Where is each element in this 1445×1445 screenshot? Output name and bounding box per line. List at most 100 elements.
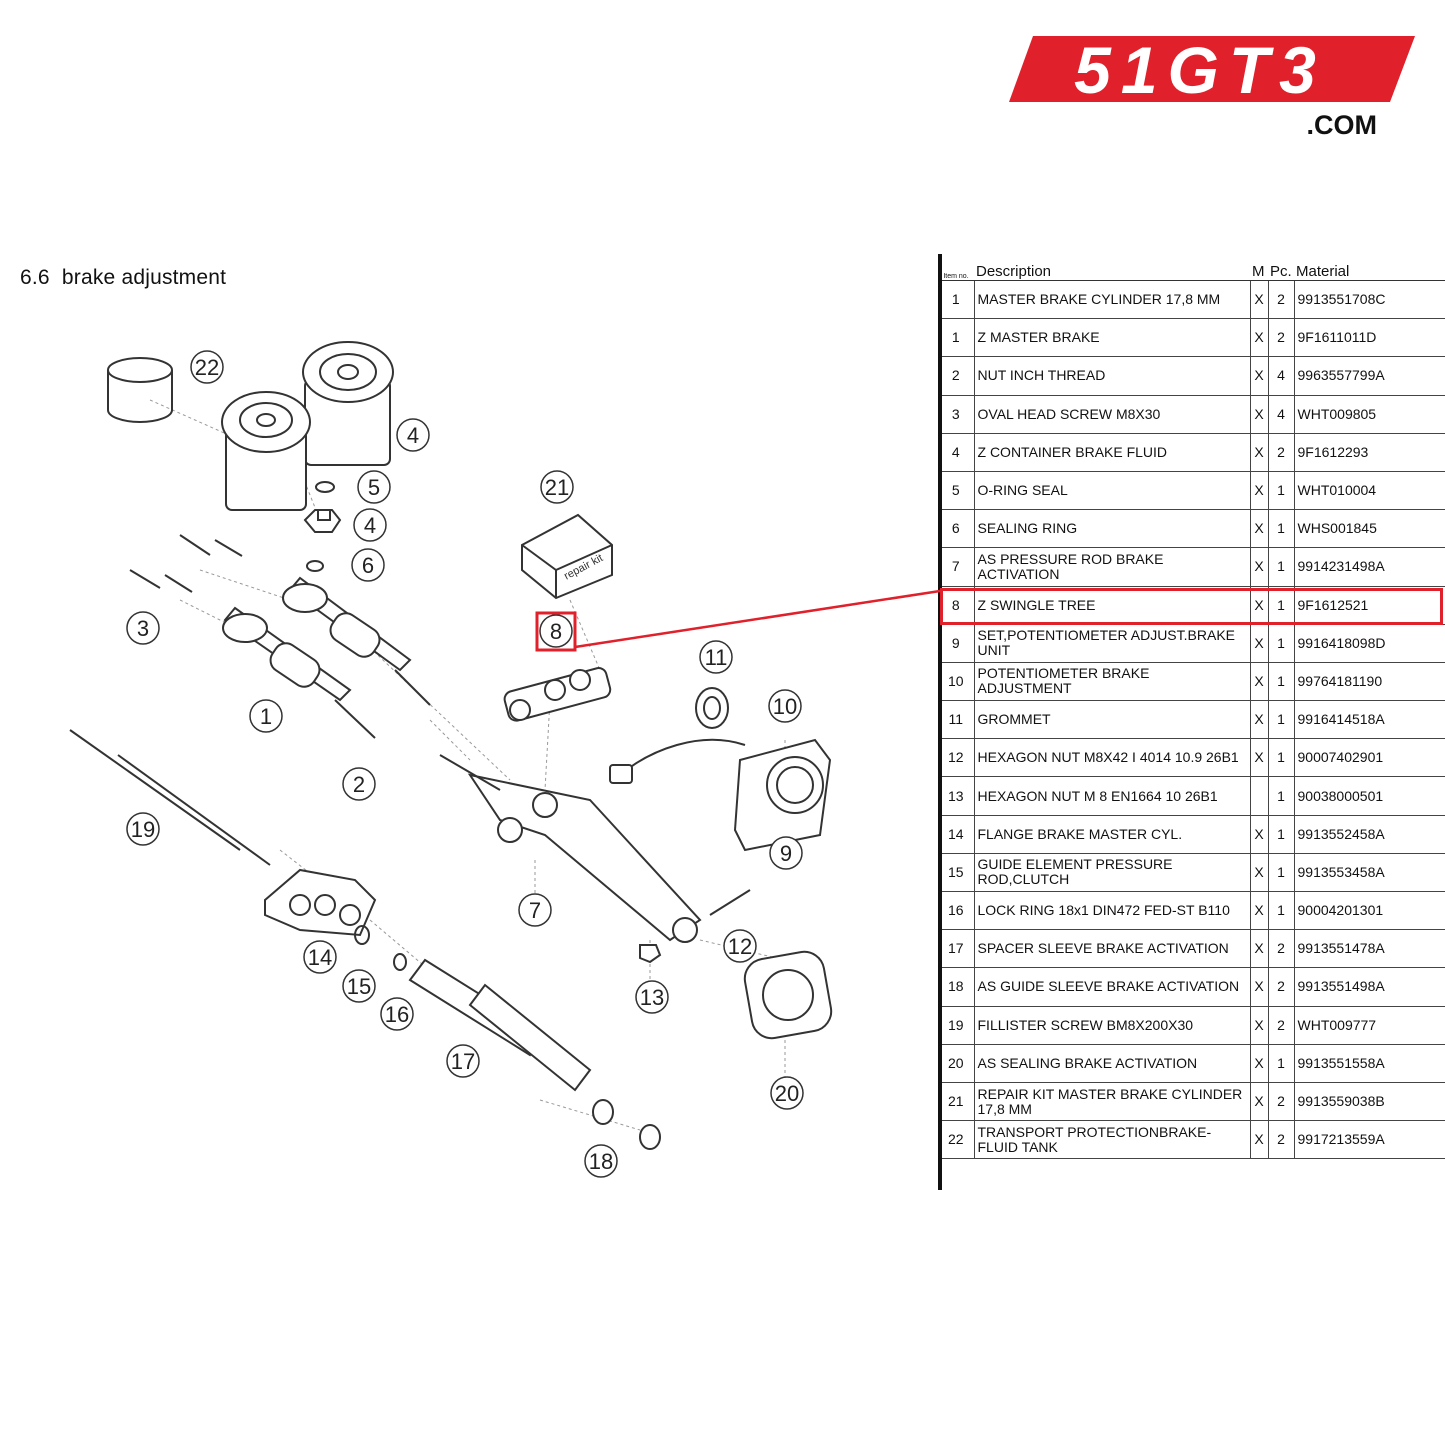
callout-17[interactable]: 17 [446,1044,480,1078]
table-header-row: Item no. Description M Pc. Material [938,254,1445,281]
callout-label: 3 [137,616,149,641]
cell-item: 13 [938,776,974,816]
callout-label: 19 [131,817,155,842]
cell-m: X [1249,700,1268,740]
callout-7[interactable]: 7 [518,893,552,927]
cell-material: 9913552458A [1293,815,1445,854]
cell-description: GUIDE ELEMENT PRESSURE ROD,CLUTCH [973,853,1250,893]
cell-pc: 1 [1267,700,1294,740]
callout-3[interactable]: 3 [126,611,160,645]
cell-pc: 4 [1267,395,1294,434]
cell-m: X [1249,471,1268,511]
callout-label: 12 [728,934,752,959]
callout-label: 17 [451,1049,475,1074]
cell-description: MASTER BRAKE CYLINDER 17,8 MM [973,280,1250,320]
callout-label: 4 [407,423,419,448]
callout-8[interactable]: 8 [539,614,573,648]
cell-description: TRANSPORT PROTECTIONBRAKE-FLUID TANK [973,1120,1250,1160]
cell-m: X [1249,509,1268,549]
exploded-parts-diagram: repair kit [69,341,833,1178]
callout-label: 21 [545,475,569,500]
callout-13[interactable]: 13 [635,980,669,1014]
cell-material: 9963557799A [1293,356,1445,396]
callout-11[interactable]: 11 [699,640,733,674]
header-item: Item no. [938,254,974,281]
fluid-reservoir-part [221,341,394,511]
callout-19[interactable]: 19 [126,812,160,846]
cell-m: X [1249,853,1268,893]
callout-1[interactable]: 1 [249,699,283,733]
callout-label: 16 [385,1002,409,1027]
cell-item: 16 [938,891,974,931]
cell-m: X [1249,318,1268,358]
cell-description: O-RING SEAL [973,471,1250,511]
callout-22[interactable]: 22 [190,350,224,384]
oval-head-screws [129,534,243,593]
callout-5[interactable]: 5 [357,470,391,504]
cell-material: 9913551708C [1293,280,1445,320]
cell-item: 10 [938,662,974,702]
cell-m: X [1249,547,1268,587]
logo-text: 51GT3 [1074,33,1326,107]
cell-description: HEXAGON NUT M 8 EN1664 10 26B1 [973,776,1250,816]
cell-m: X [1249,356,1268,396]
callout-20[interactable]: 20 [770,1076,804,1110]
callout-label: 6 [362,553,374,578]
swingle-tree-part [503,667,612,722]
callout-21[interactable]: 21 [540,470,574,504]
cell-item: 11 [938,700,974,740]
cell-item: 15 [938,853,974,893]
cell-material: 9917213559A [1293,1120,1445,1160]
callout-6[interactable]: 6 [351,548,385,582]
sealing-part [743,950,833,1040]
callout-18[interactable]: 18 [584,1144,618,1178]
callout-label: 14 [308,945,332,970]
cell-description: POTENTIOMETER BRAKE ADJUSTMENT [973,662,1250,702]
callout-label: 10 [773,694,797,719]
section-label: brake adjustment [61,266,227,289]
cell-description: SEALING RING [973,509,1250,549]
cell-item: 2 [938,356,974,396]
callout-4-cap[interactable]: 4 [353,508,387,542]
cell-pc: 1 [1267,776,1294,816]
master-cylinder-part [222,576,431,739]
callout-10[interactable]: 10 [768,689,802,723]
callout-4[interactable]: 4 [396,418,430,452]
cell-description: SET,POTENTIOMETER ADJUST.BRAKE UNIT [973,624,1250,663]
callout-16[interactable]: 16 [380,997,414,1031]
brand-logo[interactable]: 51GT3 .COM [1005,30,1415,145]
callout-15[interactable]: 15 [342,969,376,1003]
cell-material: WHS001845 [1293,509,1445,549]
callout-2[interactable]: 2 [342,767,376,801]
cell-material: 9913553458A [1293,853,1445,893]
cell-pc: 1 [1267,471,1294,511]
repair-kit-box: repair kit [521,513,613,600]
callout-9[interactable]: 9 [769,836,803,870]
callout-14[interactable]: 14 [303,940,337,974]
callout-12[interactable]: 12 [723,929,757,963]
cell-item: 3 [938,395,974,434]
